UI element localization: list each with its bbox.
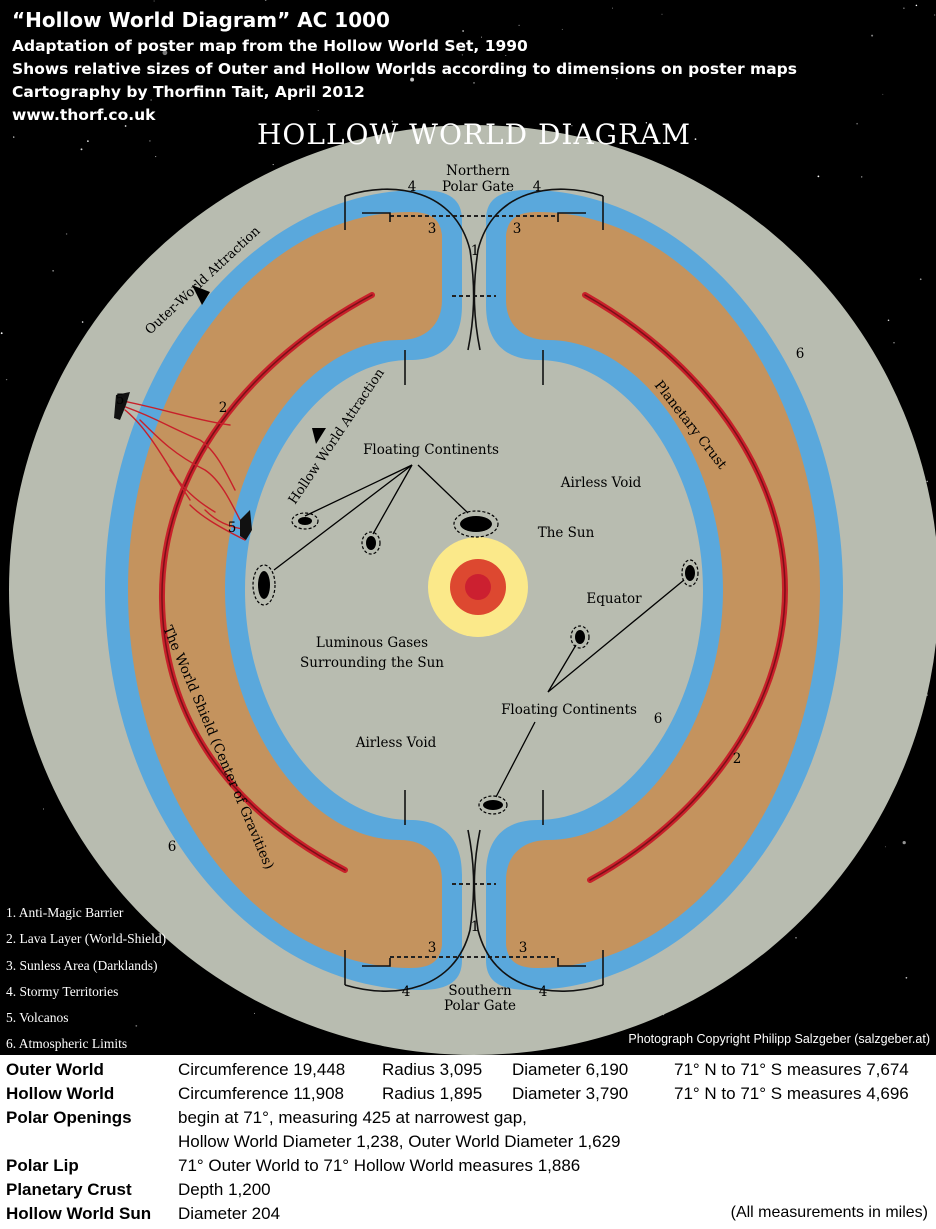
legend: 1. Anti-Magic Barrier 2. Lava Layer (Wor… bbox=[6, 900, 166, 1058]
measurements-table: Outer World Circumference 19,448 Radius … bbox=[0, 1055, 936, 1229]
num-4-sl: 4 bbox=[402, 984, 411, 1000]
diagram-title: HOLLOW WORLD DIAGRAM bbox=[257, 118, 691, 151]
legend-item: 3. Sunless Area (Darklands) bbox=[6, 957, 158, 973]
cell: 71° N to 71° S measures 4,696 bbox=[674, 1084, 909, 1103]
num-3-nr: 3 bbox=[513, 221, 522, 237]
header-link[interactable]: www.thorf.co.uk bbox=[12, 106, 156, 124]
cell: Diameter 3,790 bbox=[512, 1084, 629, 1103]
header-line-1: Adaptation of poster map from the Hollow… bbox=[12, 37, 528, 55]
legend-item: 5. Volcanos bbox=[6, 1010, 69, 1026]
legend-item: 1. Anti-Magic Barrier bbox=[6, 905, 124, 920]
cell: 71° Outer World to 71° Hollow World meas… bbox=[178, 1156, 581, 1175]
units-note: (All measurements in miles) bbox=[730, 1204, 928, 1221]
cell: Diameter 204 bbox=[178, 1204, 281, 1223]
cell: Radius 3,095 bbox=[382, 1060, 483, 1079]
legend-item: 4. Stormy Territories bbox=[6, 983, 119, 999]
num-2-left: 2 bbox=[219, 400, 228, 416]
cell: 71° N to 71° S measures 7,674 bbox=[674, 1060, 909, 1079]
northern-gate-label: Northern bbox=[446, 163, 510, 179]
num-2-right: 2 bbox=[733, 751, 742, 767]
airless-void-top-label: Airless Void bbox=[560, 475, 642, 491]
header-line-3: Cartography by Thorfinn Tait, April 2012 bbox=[12, 83, 365, 101]
floating-continents-bottom-label: Floating Continents bbox=[501, 702, 637, 718]
photo-credit: Photograph Copyright Philipp Salzgeber (… bbox=[628, 1032, 930, 1046]
num-6-inner: 6 bbox=[654, 711, 663, 727]
cell: begin at 71°, measuring 425 at narrowest… bbox=[178, 1108, 527, 1127]
header-line-2: Shows relative sizes of Outer and Hollow… bbox=[12, 60, 797, 78]
floating-continents-top-label: Floating Continents bbox=[363, 442, 499, 458]
row-label: Planetary Crust bbox=[6, 1180, 132, 1199]
lava-layers bbox=[117, 292, 789, 883]
legend-item: 6. Atmospheric Limits bbox=[6, 1036, 128, 1052]
northern-gate-label-2: Polar Gate bbox=[442, 179, 514, 195]
luminous-gases-label-2: Surrounding the Sun bbox=[300, 655, 444, 671]
cell: Circumference 19,448 bbox=[178, 1060, 346, 1079]
row-label: Polar Lip bbox=[6, 1156, 79, 1175]
num-4-nr: 4 bbox=[533, 179, 542, 195]
num-4-sr: 4 bbox=[539, 984, 548, 1000]
cell: Diameter 6,190 bbox=[512, 1060, 629, 1079]
num-5-top: 5 bbox=[116, 392, 125, 408]
airless-void-bottom-label: Airless Void bbox=[355, 735, 437, 751]
cell: Circumference 11,908 bbox=[178, 1084, 344, 1103]
left-world-half bbox=[105, 190, 462, 990]
hollow-world-sun bbox=[428, 537, 528, 637]
num-3-sl: 3 bbox=[428, 940, 437, 956]
row-label: Polar Openings bbox=[6, 1108, 132, 1127]
southern-gate-label: Southern bbox=[448, 983, 512, 999]
floating-continents bbox=[252, 464, 699, 815]
num-3-nl: 3 bbox=[428, 221, 437, 237]
num-1-south: 1 bbox=[471, 919, 480, 935]
volcano-marks bbox=[114, 392, 252, 540]
equator-label: Equator bbox=[586, 591, 642, 607]
luminous-gases-label: Luminous Gases bbox=[316, 635, 428, 651]
num-1-north: 1 bbox=[471, 243, 480, 259]
num-6-right: 6 bbox=[796, 346, 805, 362]
num-6-left: 6 bbox=[168, 839, 177, 855]
num-4-nl: 4 bbox=[408, 179, 417, 195]
hollow-world-diagram: HOLLOW WORLD DIAGRAM Northern Polar Gate… bbox=[0, 0, 936, 1055]
cell: Depth 1,200 bbox=[178, 1180, 271, 1199]
num-5-mid: 5 bbox=[228, 520, 237, 536]
poster-title: “Hollow World Diagram” AC 1000 bbox=[12, 8, 390, 32]
sun-label: The Sun bbox=[538, 525, 595, 541]
row-label: Hollow World Sun bbox=[6, 1204, 152, 1223]
row-label: Outer World bbox=[6, 1060, 104, 1079]
gate-brackets bbox=[344, 188, 604, 992]
legend-item: 2. Lava Layer (World-Shield) bbox=[6, 931, 167, 947]
attraction-arrows bbox=[192, 285, 326, 444]
southern-gate-label-2: Polar Gate bbox=[444, 998, 516, 1014]
left-crust-layer bbox=[128, 212, 442, 968]
num-3-sr: 3 bbox=[519, 940, 528, 956]
row-label: Hollow World bbox=[6, 1084, 115, 1103]
cell: Hollow World Diameter 1,238, Outer World… bbox=[178, 1132, 621, 1151]
cell: Radius 1,895 bbox=[382, 1084, 483, 1103]
